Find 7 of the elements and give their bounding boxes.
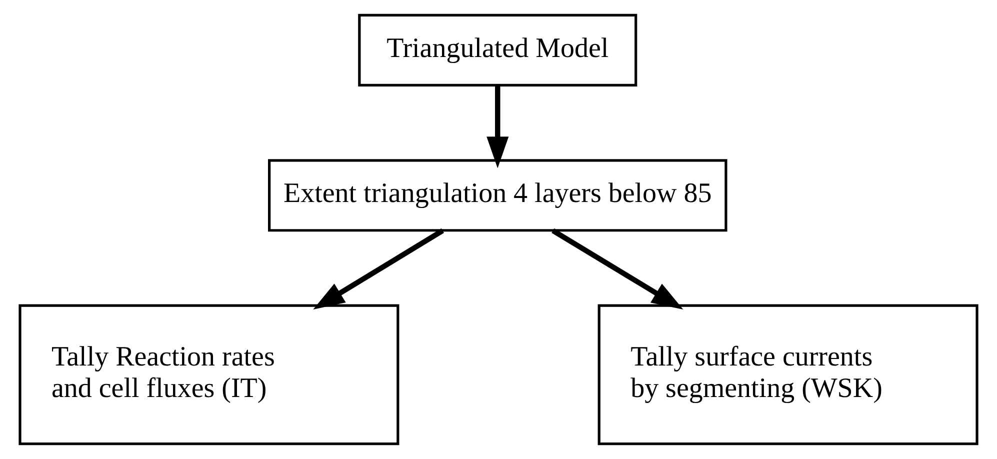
node-box: Tally surface currents by segmenting (WSK) [598, 304, 978, 446]
node-box: Extent triangulation 4 layers below 85 [268, 159, 728, 232]
arrow [486, 86, 509, 168]
node-box: Triangulated Model [358, 14, 638, 86]
arrow [552, 228, 684, 310]
node-box: Tally Reaction rates and cell fluxes (IT) [18, 304, 400, 446]
arrow [313, 228, 444, 310]
